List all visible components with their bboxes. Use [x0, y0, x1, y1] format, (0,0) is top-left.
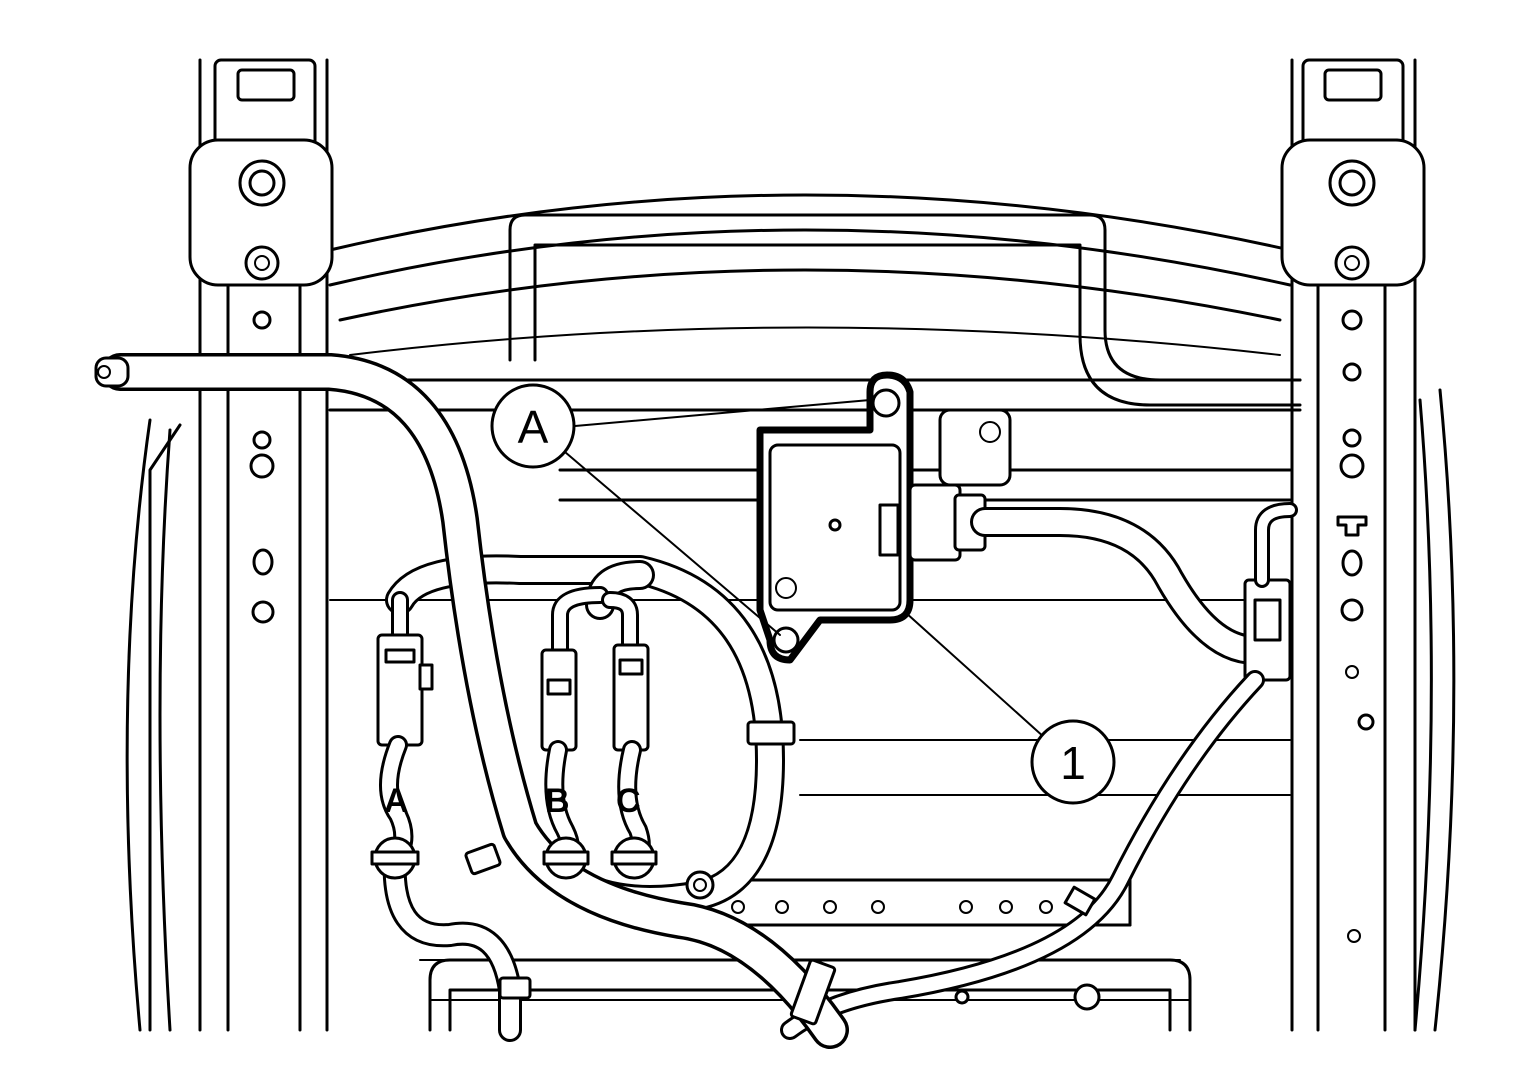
- callout-a: A: [490, 383, 871, 636]
- connector-label-c: C: [616, 782, 641, 820]
- callout-1: 1: [904, 611, 1116, 805]
- main-harness: [94, 353, 849, 1049]
- lower-branch-harness: [382, 843, 532, 1042]
- right-seat-track: [1280, 58, 1426, 1032]
- callout-1-label: 1: [1060, 737, 1086, 789]
- connector-c: [601, 591, 658, 880]
- left-seat-track: [148, 58, 334, 1032]
- callout-a-label: A: [518, 401, 549, 453]
- connector-label-a: A: [384, 782, 409, 820]
- rear-handle-bar: [508, 213, 1302, 407]
- module-to-right-harness: [970, 502, 1298, 682]
- connector-labels: A B C: [384, 782, 641, 820]
- right-lower-harness: [780, 670, 1265, 1040]
- connector-b: [540, 586, 609, 880]
- control-module: [756, 371, 987, 664]
- connector-a: [370, 591, 434, 880]
- connector-label-b: B: [545, 782, 570, 820]
